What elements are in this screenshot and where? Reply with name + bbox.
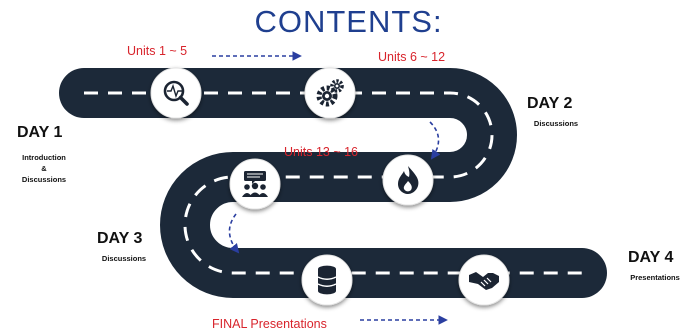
milestone-2 (304, 67, 356, 119)
gears-icon (316, 79, 344, 107)
database-icon (317, 265, 337, 295)
units-13-16-label: Units 13 ~ 16 (284, 145, 359, 159)
milestone-5 (301, 254, 353, 306)
direction-arrow (429, 121, 441, 160)
day-3-label: DAY 3 (97, 230, 143, 247)
milestone-3 (382, 154, 434, 206)
day-4-subtitle: Presentations (630, 273, 680, 282)
day-1-label: DAY 1 (17, 124, 63, 141)
day-4-label: DAY 4 (628, 249, 674, 266)
flame-icon (398, 166, 419, 194)
direction-arrow (228, 213, 240, 254)
milestone-4 (229, 158, 281, 210)
milestone-6 (458, 254, 510, 306)
page-title: CONTENTS: (254, 4, 443, 39)
day-2-subtitle: Discussions (533, 119, 579, 128)
road (59, 68, 607, 298)
handshake-icon (469, 272, 499, 290)
day-1-subtitle: Introduction & Discussions (21, 153, 67, 184)
day-2-label: DAY 2 (527, 95, 573, 112)
road-center-line (84, 91, 582, 275)
day-3-subtitle: Discussions (101, 254, 147, 263)
meeting-icon (242, 171, 268, 197)
final-presentations-label: FINAL Presentations (212, 317, 327, 331)
units-6-12-label: Units 6 ~ 12 (378, 50, 446, 64)
units-1-5-label: Units 1 ~ 5 (127, 44, 188, 58)
magnifier-pulse-icon (163, 80, 189, 106)
milestone-1 (150, 67, 202, 119)
